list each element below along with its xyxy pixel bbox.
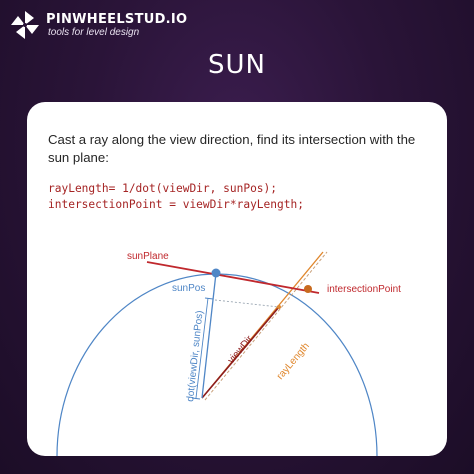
projection-line bbox=[214, 299, 280, 308]
dot-bracket-cap-bottom bbox=[191, 397, 201, 400]
dashed-helper-line bbox=[204, 251, 328, 401]
sun-diagram: sunPlane sunPos intersectionPoint viewDi… bbox=[56, 251, 401, 456]
brand-name: PINWHEELSTUD.IO bbox=[46, 11, 188, 27]
sun-pos-label: sunPos bbox=[172, 283, 205, 294]
ray-length-label: rayLength bbox=[275, 341, 312, 382]
pinwheel-logo-icon bbox=[11, 11, 39, 39]
code-line: rayLength= 1/dot(viewDir, sunPos); bbox=[48, 182, 278, 195]
sun-plane-label: sunPlane bbox=[127, 251, 169, 262]
content-card: Cast a ray along the view direction, fin… bbox=[27, 102, 447, 456]
intersection-point-dot bbox=[304, 285, 312, 293]
sun-plane-line bbox=[146, 261, 320, 294]
intersection-point-label: intersectionPoint bbox=[327, 284, 401, 295]
brand: PINWHEELSTUD.IO tools for level design bbox=[8, 8, 187, 42]
sun-pos-line bbox=[201, 272, 217, 399]
description-text: Cast a ray along the view direction, fin… bbox=[48, 132, 416, 165]
view-dir-label: viewDir bbox=[226, 333, 256, 366]
page-title: SUN bbox=[208, 50, 266, 80]
code-line: intersectionPoint = viewDir*rayLength; bbox=[48, 198, 304, 211]
brand-tagline: tools for level design bbox=[48, 26, 140, 38]
dot-bracket bbox=[195, 297, 209, 399]
sky-dome-arc bbox=[56, 273, 378, 456]
code-block: rayLength= 1/dot(viewDir, sunPos); inters… bbox=[48, 181, 304, 213]
view-dir-line bbox=[201, 306, 280, 399]
dot-bracket-cap-top bbox=[204, 297, 214, 300]
sun-pos-point bbox=[211, 268, 221, 278]
